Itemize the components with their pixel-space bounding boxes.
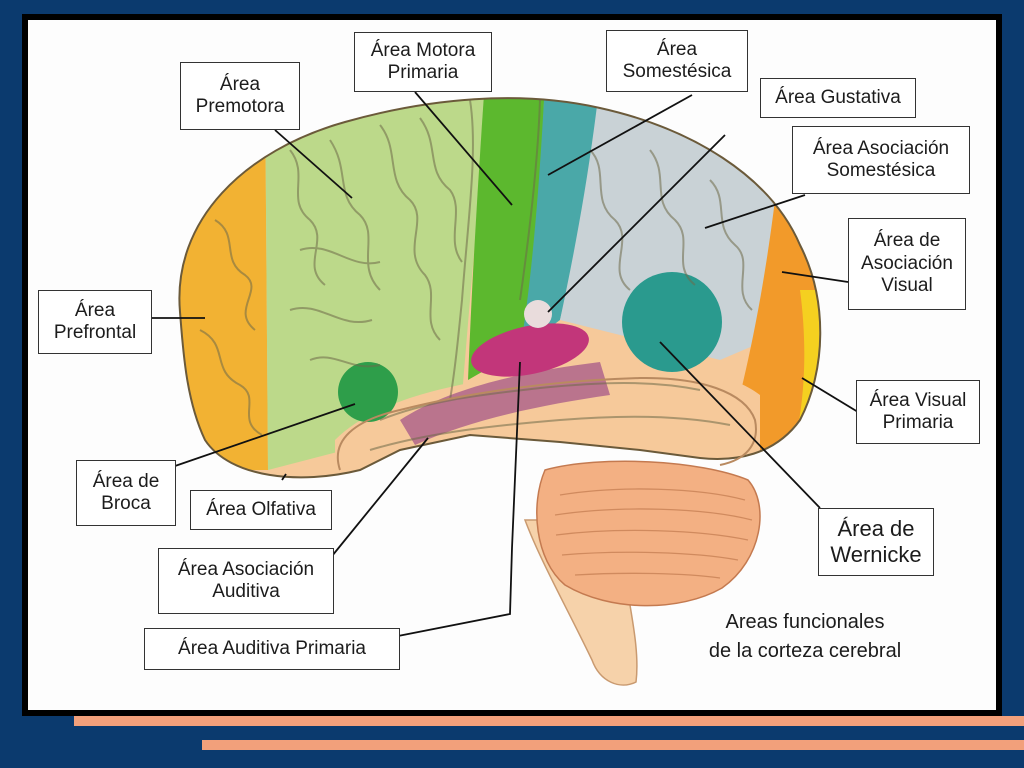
region-auditiva-primaria (471, 323, 589, 377)
label-area-de-broca: Área de Broca (76, 460, 176, 526)
label-area-visual-primaria: Área Visual Primaria (856, 380, 980, 444)
label-area-premotora: Área Premotora (180, 62, 300, 130)
label-area-auditiva-primaria: Área Auditiva Primaria (144, 628, 400, 670)
label-area-gustativa: Área Gustativa (760, 78, 916, 118)
accent-bar-top (74, 716, 1024, 726)
label-area-asociacion-auditiva: Área Asociación Auditiva (158, 548, 334, 614)
label-area-asociacion-somestesica: Área Asociación Somestésica (792, 126, 970, 194)
label-area-asociacion-visual: Área de Asociación Visual (848, 218, 966, 310)
region-motor (468, 98, 545, 380)
cerebellum-folia (554, 488, 753, 579)
region-premotor (265, 98, 490, 470)
cerebellum (536, 460, 761, 607)
accent-bar-bottom (202, 740, 1024, 750)
label-area-de-wernicke: Área de Wernicke (818, 508, 934, 576)
gyri-lines (199, 99, 753, 451)
region-broca (338, 362, 398, 422)
label-area-somestesica: Área Somestésica (606, 30, 748, 92)
cortex-regions (179, 98, 821, 478)
region-prefrontal (179, 98, 268, 470)
label-area-olfativa: Área Olfativa (190, 490, 332, 530)
temporal-lobe-outline (336, 376, 757, 471)
cortex-outline (178, 97, 822, 479)
label-area-prefrontal: Área Prefrontal (38, 290, 152, 354)
leader-lines (150, 91, 859, 637)
region-wernicke (622, 272, 722, 372)
diagram-caption: Areas funcionales de la corteza cerebral (708, 611, 902, 662)
region-somestesica (520, 98, 600, 350)
label-area-motora-primaria: Área Motora Primaria (354, 32, 492, 92)
region-gustativa (524, 300, 552, 328)
